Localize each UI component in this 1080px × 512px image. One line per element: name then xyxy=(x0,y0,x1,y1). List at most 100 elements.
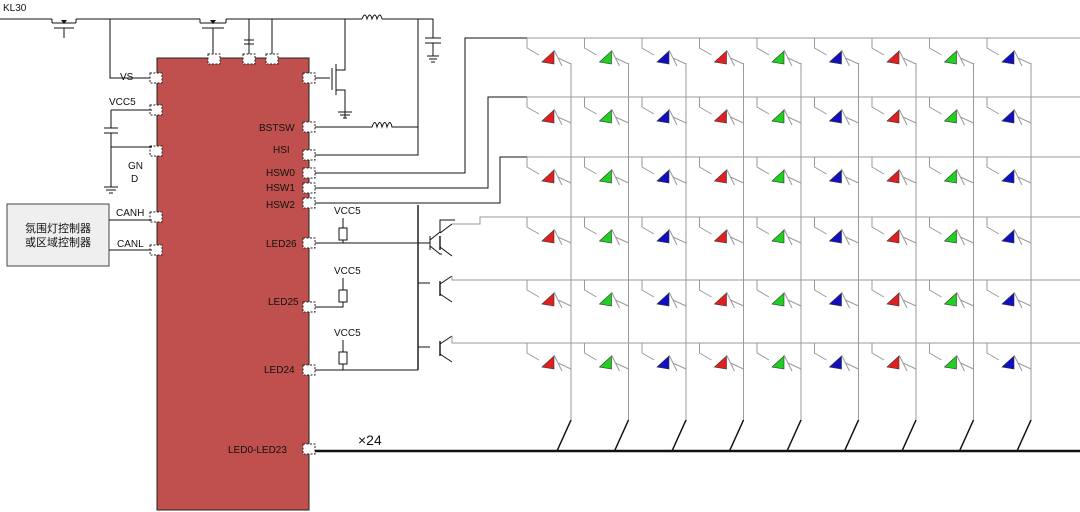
led-column-line xyxy=(901,63,917,452)
pin-hsi xyxy=(302,149,316,161)
led-diode xyxy=(929,217,974,246)
pin-top-1 xyxy=(207,53,221,65)
pin-gate xyxy=(302,72,316,84)
pin-label-led0-led23: LED0-LED23 xyxy=(228,445,287,456)
mosfet-switch-1 xyxy=(51,19,77,38)
led-diode xyxy=(756,217,802,246)
pin-gnd xyxy=(149,145,163,157)
led-column-line xyxy=(729,63,744,452)
controller-box: 氛围灯控制器 或区域控制器 xyxy=(6,203,110,267)
pin-hsw2 xyxy=(302,197,316,209)
led-diode xyxy=(756,97,802,126)
vcc5-decoupling xyxy=(104,109,152,194)
led-diode xyxy=(526,97,572,126)
hsw-wires xyxy=(315,37,527,204)
led-diode xyxy=(986,217,1032,246)
pin-label-hsw1: HSW1 xyxy=(266,183,295,194)
led-diode xyxy=(756,157,802,186)
pin-label-led25: LED25 xyxy=(268,297,299,308)
supply-line xyxy=(0,18,420,79)
pin-label-hsw2: HSW2 xyxy=(266,200,295,211)
controller-label-line2: 或区域控制器 xyxy=(25,235,91,249)
led-diode xyxy=(986,280,1032,309)
led-diode xyxy=(814,280,859,309)
mosfet-switch-2 xyxy=(199,19,227,50)
pin-label-gn: GN xyxy=(128,161,143,172)
led-column-line xyxy=(1016,63,1032,452)
pin-label-vcc5: VCC5 xyxy=(109,97,136,108)
led-diode xyxy=(756,343,802,372)
pin-label-hsi: HSI xyxy=(273,145,290,156)
led-column-line xyxy=(556,63,572,452)
led-diode xyxy=(584,157,629,186)
bus-tap xyxy=(843,419,860,452)
boost-inductor xyxy=(315,122,410,129)
bus-multiplier: ×24 xyxy=(358,432,382,448)
led-diode xyxy=(871,343,917,372)
can-bus-wires xyxy=(109,219,152,251)
pin-label-vs: VS xyxy=(120,72,134,83)
pin-label-led26: LED26 xyxy=(266,239,297,250)
led-diode xyxy=(699,280,744,309)
led-diode xyxy=(641,38,687,67)
led-diode xyxy=(699,157,744,186)
pin-bstsw xyxy=(302,121,316,133)
led-diode xyxy=(986,157,1032,186)
pin-label-led24: LED24 xyxy=(264,365,295,376)
led-diode xyxy=(699,217,744,246)
pin-vs xyxy=(149,72,163,84)
led-diode xyxy=(871,280,917,309)
bus-tap xyxy=(613,419,630,452)
led-diode xyxy=(814,157,859,186)
led-column-line xyxy=(844,63,859,452)
led-diode xyxy=(756,38,802,67)
led-column-line xyxy=(614,63,629,452)
led-diode xyxy=(584,38,629,67)
vcc5-label-1: VCC5 xyxy=(334,206,361,217)
led-diode xyxy=(699,343,744,372)
top-pin-wires xyxy=(212,19,273,58)
led-diode xyxy=(871,97,917,126)
led-diode xyxy=(584,280,629,309)
led-diode xyxy=(641,343,687,372)
led-diode xyxy=(929,157,974,186)
led-diode xyxy=(756,280,802,309)
led-diode xyxy=(641,97,687,126)
led-diode xyxy=(871,38,917,67)
pin-led24 xyxy=(302,364,316,376)
bus-tap xyxy=(728,419,745,452)
kl30-label: KL30 xyxy=(3,3,27,14)
bus-tap xyxy=(958,419,975,452)
led-diode xyxy=(699,97,744,126)
led-diode xyxy=(929,343,974,372)
pin-led25 xyxy=(302,301,316,313)
led-diode xyxy=(699,38,744,67)
led-diode xyxy=(526,217,572,246)
led-diode xyxy=(814,38,859,67)
led-diode xyxy=(814,343,859,372)
vcc5-label-3: VCC5 xyxy=(334,328,361,339)
led-column-line xyxy=(786,63,802,452)
pin-label-canh: CANH xyxy=(116,208,144,219)
led-column-line xyxy=(671,63,687,452)
led-diode xyxy=(526,280,572,309)
capacitor-top xyxy=(420,18,441,63)
led-diode xyxy=(929,38,974,67)
led-diode xyxy=(929,280,974,309)
bus-tap xyxy=(1016,419,1032,452)
bus-tap xyxy=(786,419,802,452)
led25-driver: VCC5 xyxy=(315,266,453,308)
pin-label-canl: CANL xyxy=(117,239,144,250)
led-diode xyxy=(584,97,629,126)
vcc5-label-2: VCC5 xyxy=(334,266,361,277)
led-diode xyxy=(584,217,629,246)
led-diode xyxy=(584,343,629,372)
led-diode xyxy=(814,97,859,126)
pin-label-bstsw: BSTSW xyxy=(259,123,295,134)
led-diode xyxy=(814,217,859,246)
bus-tap xyxy=(901,419,917,452)
led-diode xyxy=(641,157,687,186)
led-diode xyxy=(641,217,687,246)
inductor-top xyxy=(361,14,383,21)
